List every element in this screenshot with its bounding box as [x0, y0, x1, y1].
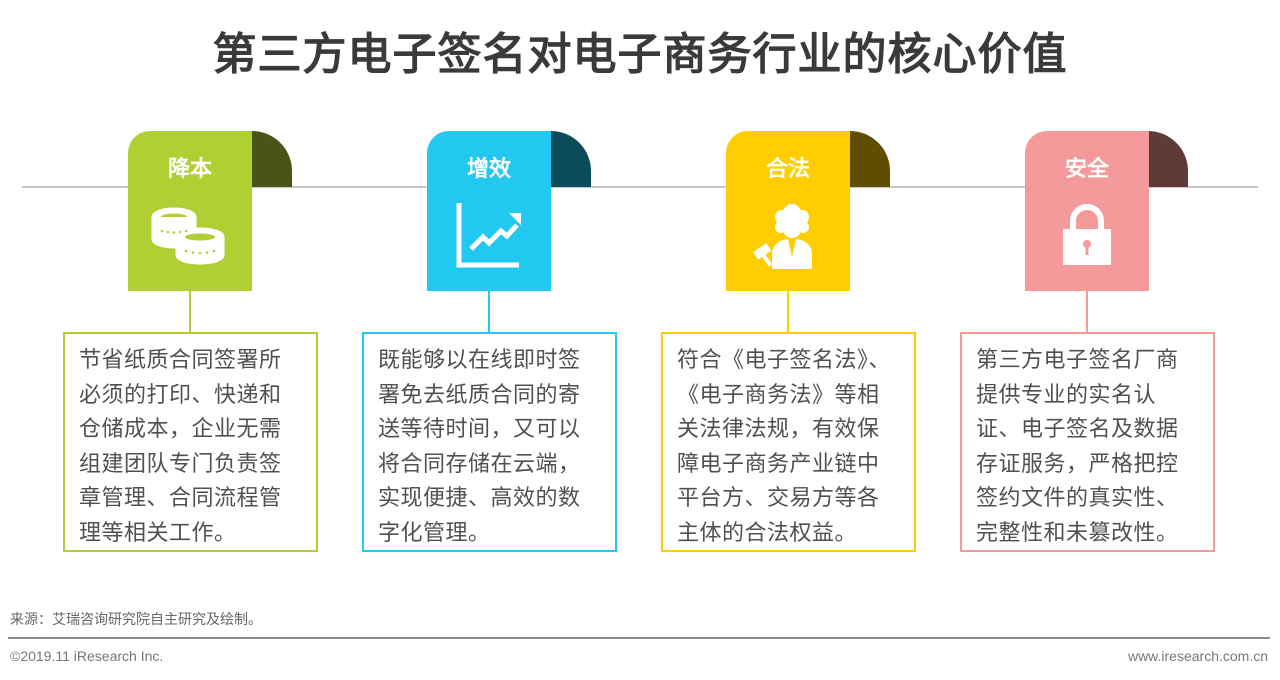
card-description: 符合《电子签名法》、《电子商务法》等相关法律法规，有效保障电子商务产业链中平台方… — [677, 348, 892, 546]
card-label: 增效 — [466, 157, 511, 182]
card-label: 降本 — [167, 157, 212, 182]
connector-line — [787, 291, 789, 332]
description-box: 节省纸质合同签署所必须的打印、快递和仓储成本，企业无需组建团队专门负责签章管理、… — [63, 332, 318, 552]
description-box: 既能够以在线即时签署免去纸质合同的寄送等待时间，又可以将合同存储在云端，实现便捷… — [362, 332, 617, 552]
description-box: 第三方电子签名厂商提供专业的实名认证、电子签名及数据存证服务，严格把控签约文件的… — [960, 332, 1215, 552]
padlock-icon — [1063, 204, 1111, 265]
page-title: 第三方电子签名对电子商务行业的核心价值 — [212, 29, 1068, 80]
ribbon-flap — [252, 131, 292, 187]
connector-line — [488, 291, 490, 332]
connector-line — [189, 291, 191, 332]
ribbon-tab: 增效 — [427, 131, 551, 291]
ribbon-tab: 安全 — [1025, 131, 1149, 291]
card-description: 节省纸质合同签署所必须的打印、快递和仓储成本，企业无需组建团队专门负责签章管理、… — [79, 348, 282, 546]
card-label: 合法 — [765, 157, 810, 182]
connector-line — [1086, 291, 1088, 332]
ribbon-tab: 降本 — [128, 131, 252, 291]
judge-gavel-icon — [753, 204, 812, 269]
card-description: 第三方电子签名厂商提供专业的实名认证、电子签名及数据存证服务，严格把控签约文件的… — [976, 348, 1179, 546]
ribbon-flap — [1148, 131, 1188, 187]
ribbon-flap — [850, 131, 890, 187]
copyright: ©2019.11 iResearch Inc. — [10, 648, 164, 664]
source-note: 来源：艾瑞咨询研究院自主研究及绘制。 — [10, 612, 262, 628]
timeline-divider — [22, 186, 1258, 188]
footer-divider — [8, 637, 1270, 639]
description-box: 符合《电子签名法》、《电子商务法》等相关法律法规，有效保障电子商务产业链中平台方… — [661, 332, 916, 552]
growth-chart-icon — [456, 203, 521, 268]
ribbon-tab: 合法 — [726, 131, 850, 291]
ribbon-flap — [551, 131, 591, 187]
coins-icon — [151, 207, 225, 265]
website-link[interactable]: www.iresearch.com.cn — [1127, 648, 1268, 664]
card-label: 安全 — [1064, 157, 1109, 182]
card-description: 既能够以在线即时签署免去纸质合同的寄送等待时间，又可以将合同存储在云端，实现便捷… — [378, 348, 581, 546]
